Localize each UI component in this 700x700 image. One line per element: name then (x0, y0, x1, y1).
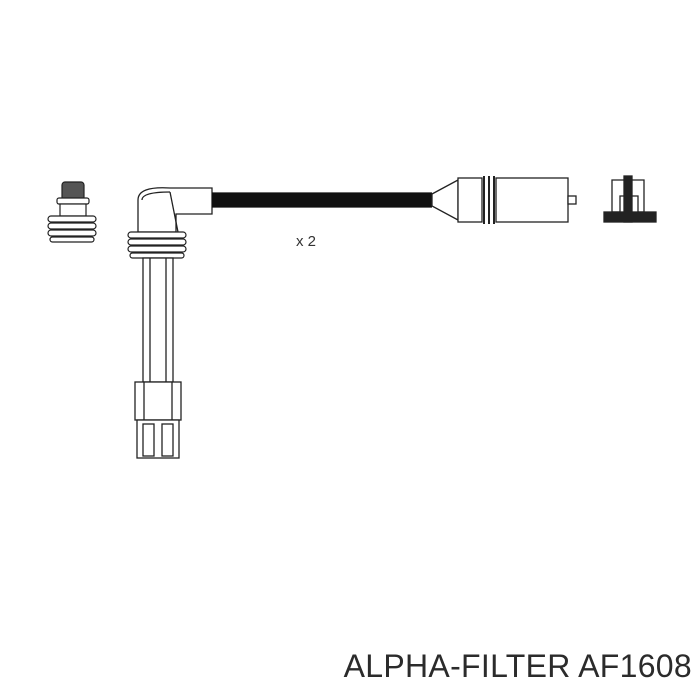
angled-boot (137, 187, 213, 233)
lower-connector (134, 381, 182, 459)
product-caption: ALPHA-FILTER AF1608 (343, 648, 692, 684)
plug-terminal-icon (47, 181, 97, 243)
ribbed-collar (127, 231, 187, 259)
quantity-label: x 2 (296, 233, 316, 250)
boot-tube (142, 257, 174, 383)
coil-terminal-icon (603, 175, 657, 223)
coil-connector (431, 176, 577, 224)
